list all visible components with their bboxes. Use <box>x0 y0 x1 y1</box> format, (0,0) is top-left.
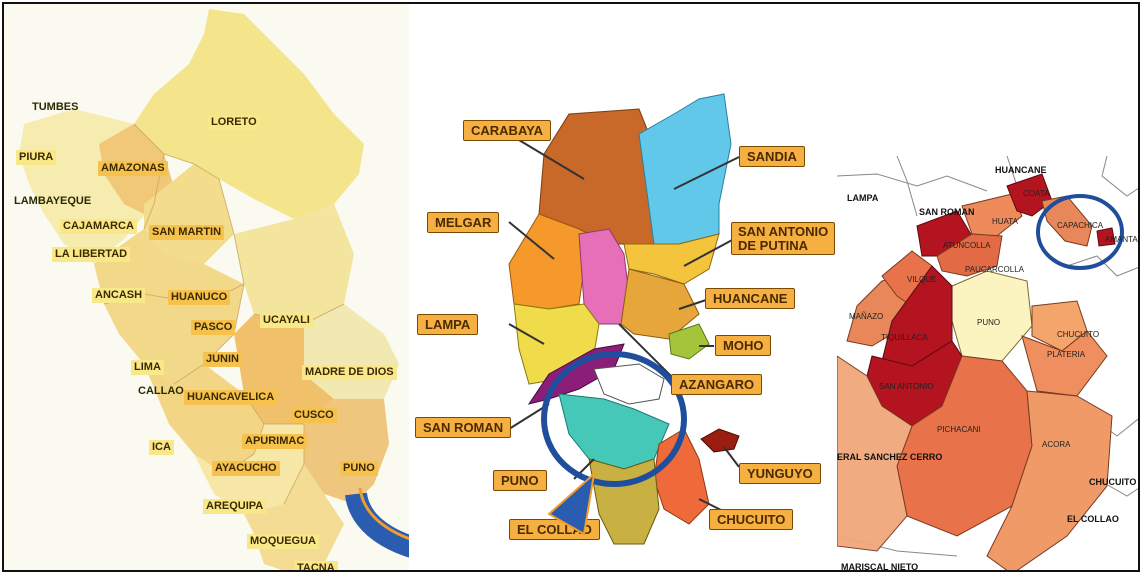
label-cusco: CUSCO <box>291 408 337 423</box>
label-outside-general-sanchez-cerro: ERAL SANCHEZ CERRO <box>837 452 943 462</box>
label-callao: CALLAO <box>138 385 184 397</box>
label-sandia: SANDIA <box>739 146 805 167</box>
district-coata-shape <box>1006 173 1053 217</box>
label-san-antonio-line2: DE PUTINA <box>738 237 809 253</box>
region-ucayali-shape <box>234 204 354 324</box>
label-san-antonio-line1: SAN ANTONIO <box>738 224 829 239</box>
label-cajamarca: CAJAMARCA <box>60 219 137 234</box>
label-arequipa: AREQUIPA <box>203 499 267 514</box>
district-acora-shape <box>986 390 1113 570</box>
label-outside-el-collao: EL COLLAO <box>1067 514 1119 524</box>
outer-west-shape <box>837 355 913 552</box>
label-district-plateria: PLATERIA <box>1047 350 1086 359</box>
region-central-shape <box>94 229 244 384</box>
label-district-puno: PUNO <box>977 318 1001 327</box>
label-piura: PIURA <box>16 150 57 165</box>
district-huata-shape <box>961 193 1023 237</box>
province-moho-shape <box>668 323 710 360</box>
peru-map-graphic <box>19 9 414 570</box>
label-huancavelica: HUANCAVELICA <box>184 390 278 405</box>
district-amantani-shape <box>1096 227 1116 247</box>
label-ica: ICA <box>149 440 174 455</box>
province-puno-shape <box>558 393 670 470</box>
label-outside-mariscal-nieto: MARISCAL NIETO <box>841 562 919 572</box>
label-district-tiquillaca: TIQUILLACA <box>881 333 928 342</box>
label-azangaro: AZANGARO <box>671 374 763 395</box>
label-san-martin: SAN MARTIN <box>149 225 225 240</box>
label-puno: PUNO <box>340 461 378 476</box>
label-lampa: LAMPA <box>417 314 479 335</box>
label-puno-province: PUNO <box>493 470 547 491</box>
label-apurimac: APURIMAC <box>242 434 308 449</box>
label-district-huata: HUATA <box>992 217 1018 226</box>
district-paucarcolla-shape <box>936 233 1003 277</box>
label-district-paucarcolla: PAUCARCOLLA <box>965 265 1024 274</box>
region-madre-de-dios-shape <box>304 304 399 399</box>
flow-arrow-edge <box>358 487 414 542</box>
province-melgar-shape <box>508 213 590 310</box>
label-district-chucuito: CHUCUITO <box>1057 330 1100 339</box>
puno-districts-graphic <box>837 156 1138 570</box>
puno-highlight-circle <box>541 351 687 487</box>
region-loreto-shape <box>134 9 364 219</box>
label-moho: MOHO <box>715 335 772 356</box>
capachica-highlight-circle <box>1036 194 1124 270</box>
label-madre-de-dios: MADRE DE DIOS <box>302 365 397 380</box>
label-amazonas: AMAZONAS <box>98 161 168 176</box>
label-district-vilque: VILQUE <box>907 275 937 284</box>
district-plateria-shape <box>1021 330 1108 397</box>
label-moquegua: MOQUEGUA <box>247 534 319 549</box>
label-junin: JUNIN <box>203 352 243 367</box>
label-outside-san-roman: SAN ROMAN <box>919 207 975 217</box>
label-outside-chucuito: CHUCUITO <box>1089 477 1137 487</box>
peru-map-panel: TUMBES LORETO PIURA AMAZONAS LAMBAYEQUE … <box>4 4 414 570</box>
label-huancane: HUANCANE <box>705 288 796 309</box>
label-district-atuncolla: ATUNCOLLA <box>943 241 991 250</box>
label-district-san-antonio: SAN ANTONIO <box>879 382 934 391</box>
label-outside-huancane: HUANCANE <box>995 165 1047 175</box>
label-ucayali: UCAYALI <box>260 313 313 328</box>
puno-districts-panel: HUANCANE LAMPA SAN ROMAN COATA CAPACHICA… <box>837 156 1138 572</box>
label-district-coata: COATA <box>1023 189 1050 198</box>
province-yunguyo-shape <box>700 428 740 453</box>
label-ayacucho: AYACUCHO <box>212 461 280 476</box>
label-melgar: MELGAR <box>427 212 500 233</box>
label-el-collao: EL COLLAO <box>509 519 600 540</box>
label-ancash: ANCASH <box>92 288 146 303</box>
district-puno-shape <box>951 270 1033 362</box>
province-sandia-shape <box>638 93 732 245</box>
label-tumbes: TUMBES <box>32 101 79 113</box>
lake-titicaca-shape <box>593 363 665 405</box>
label-carabaya: CARABAYA <box>463 120 552 141</box>
label-tacna: TACNA <box>294 561 338 570</box>
label-district-acora: ACORA <box>1042 440 1071 449</box>
label-district-pichacani: PICHACANI <box>937 425 981 434</box>
region-puno-shape <box>304 399 389 504</box>
label-district-amantani: AMANTA <box>1105 235 1138 244</box>
label-district-manazo: MAÑAZO <box>849 312 884 321</box>
puno-provinces-graphic <box>503 93 740 545</box>
label-san-antonio-de-putina: SAN ANTONIO DE PUTINA <box>731 222 836 256</box>
label-chucuito: CHUCUITO <box>709 509 794 530</box>
label-pasco: PASCO <box>191 320 236 335</box>
label-lima: LIMA <box>131 360 164 375</box>
label-loreto: LORETO <box>208 115 260 130</box>
label-outside-lampa: LAMPA <box>847 193 879 203</box>
label-la-libertad: LA LIBERTAD <box>52 247 131 262</box>
puno-provinces-panel: CARABAYA SANDIA MELGAR SAN ANTONIO DE PU… <box>409 4 839 570</box>
label-yunguyo: YUNGUYO <box>739 463 821 484</box>
label-huanuco: HUANUCO <box>168 290 231 305</box>
flow-arrow-shape <box>345 491 414 559</box>
label-san-roman: SAN ROMAN <box>415 417 512 438</box>
label-lambayeque: LAMBAYEQUE <box>14 195 92 207</box>
label-district-capachica: CAPACHICA <box>1057 221 1104 230</box>
